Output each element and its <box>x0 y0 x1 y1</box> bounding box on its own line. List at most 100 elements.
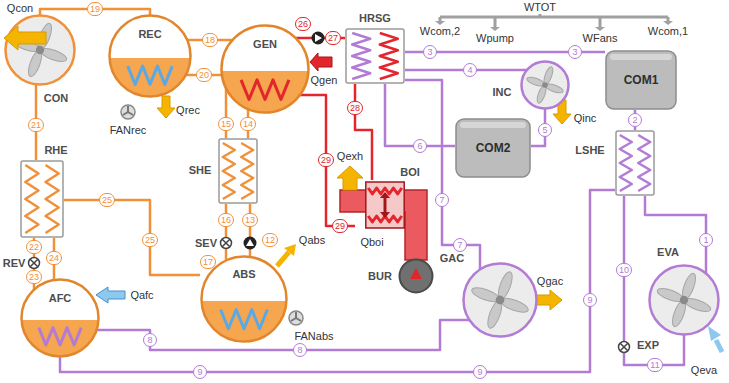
heat-arrow <box>157 96 175 118</box>
state-number: 12 <box>262 233 278 247</box>
heat-exchanger <box>219 139 257 203</box>
component-node: CON <box>4 14 76 86</box>
heat-double-arrow <box>380 212 390 218</box>
component-shape <box>20 278 100 358</box>
pipe-connector <box>645 196 706 273</box>
heat-double-arrow <box>384 197 387 213</box>
fan-hub <box>542 82 548 88</box>
vessel-outline <box>110 16 191 97</box>
coil <box>380 33 398 79</box>
pump-symbol <box>246 239 254 246</box>
component-label: REV <box>3 257 26 269</box>
state-number: 28 <box>347 101 363 115</box>
power-arrow <box>490 27 500 31</box>
heat-arrow <box>716 340 722 352</box>
component-shape <box>219 236 233 250</box>
component-label: EVA <box>657 246 679 258</box>
valve-symbol <box>221 238 232 249</box>
vessel-liquid <box>20 320 100 383</box>
state-number: 13 <box>242 213 258 227</box>
state-number: 8 <box>293 343 307 357</box>
vessel-outline <box>222 26 309 113</box>
state-number: 1 <box>699 233 713 247</box>
component-label: HRSG <box>359 12 391 24</box>
coil <box>25 165 38 233</box>
component-node: COM2 <box>455 118 531 178</box>
fan-hub <box>496 296 505 305</box>
component-node: REC <box>108 14 192 98</box>
component-node: GAC <box>462 262 538 338</box>
coil <box>221 310 268 329</box>
vessel-body <box>202 257 287 342</box>
quantity-label: Qafc <box>129 289 154 301</box>
component-label: GAC <box>440 252 464 264</box>
valve-symbol <box>29 258 40 269</box>
state-number: 23 <box>26 270 42 284</box>
component-label: LSHE <box>575 144 604 156</box>
state-number: 9 <box>473 365 487 379</box>
fan-icon <box>123 106 133 115</box>
component-label: SHE <box>189 164 212 176</box>
component-label: BUR <box>368 270 392 282</box>
quantity-label: Qeva <box>690 364 718 376</box>
state-number: 18 <box>202 33 218 47</box>
component-shape <box>20 160 64 238</box>
quantity-label: Qinc <box>573 112 598 124</box>
power-arrow <box>440 14 668 27</box>
component-node: EXP <box>617 340 631 354</box>
component-label: COM1 <box>624 74 659 86</box>
state-number: 10 <box>616 263 632 277</box>
component-label: ABS <box>232 268 255 280</box>
component-node: SHE <box>218 138 258 204</box>
state-number: 7 <box>453 238 467 252</box>
valve-symbol <box>30 259 37 266</box>
heat-arrow <box>536 290 562 310</box>
quantity-label: Qabs <box>298 234 326 246</box>
state-number: 29 <box>318 153 334 167</box>
compressor-body <box>606 51 676 109</box>
state-number: 4 <box>463 63 477 77</box>
component-label: AFC <box>49 292 72 304</box>
component-node: ABS <box>200 255 288 343</box>
component-node: GEN <box>220 24 310 114</box>
component-label: SEV <box>195 237 217 249</box>
vessel-outline <box>202 257 287 342</box>
component-label: RHE <box>44 144 67 156</box>
heat-arrow <box>4 26 46 50</box>
component-label: GEN <box>253 38 277 50</box>
component-node: REV <box>27 256 41 270</box>
state-number: 9 <box>193 365 207 379</box>
quantity-label: Wcom,2 <box>419 25 461 37</box>
pipe-connector <box>225 249 228 261</box>
state-number: 29 <box>332 219 348 233</box>
vessel-body <box>22 280 99 357</box>
fan-housing <box>650 266 719 335</box>
heat-exchanger <box>21 161 63 237</box>
state-number: 9 <box>583 293 597 307</box>
fan-housing <box>464 264 537 337</box>
quantity-label: Qgac <box>536 275 564 287</box>
component-shape <box>355 180 415 230</box>
pipe-connector <box>385 84 455 146</box>
state-number: 5 <box>538 123 552 137</box>
component-node: LSHE <box>615 130 655 196</box>
coil <box>223 143 235 199</box>
valve-symbol <box>619 342 630 353</box>
state-number: 8 <box>143 333 157 347</box>
coil <box>620 135 632 191</box>
heat-exchanger <box>616 131 654 195</box>
state-number: 16 <box>218 213 234 227</box>
compressor-highlight <box>460 122 526 128</box>
compressor-highlight <box>610 54 672 60</box>
component-node: RHE <box>20 160 64 238</box>
state-number: 26 <box>295 17 311 31</box>
power-arrow <box>595 27 605 31</box>
state-number: 21 <box>28 118 44 132</box>
quantity-label: Qrec <box>175 104 201 116</box>
component-node: AFC <box>20 278 100 358</box>
exhaust-arrow <box>337 166 363 190</box>
component-node: SEV <box>219 236 233 250</box>
coil <box>39 328 81 345</box>
pipe-connector <box>64 200 200 275</box>
burner-symbol <box>400 260 433 293</box>
